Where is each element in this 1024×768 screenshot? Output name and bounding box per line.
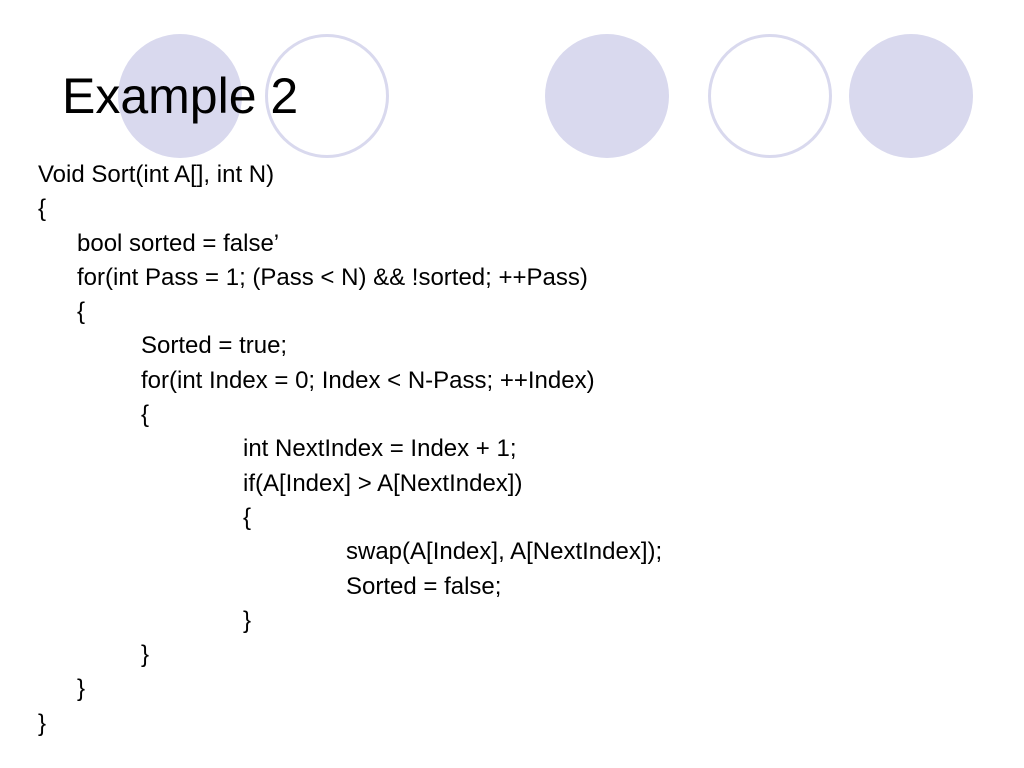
code-line: for(int Pass = 1; (Pass < N) && !sorted;… bbox=[77, 263, 588, 291]
code-line: bool sorted = false’ bbox=[77, 229, 280, 257]
code-line: } bbox=[243, 606, 252, 634]
code-line: { bbox=[77, 298, 86, 326]
code-line: Void Sort(int A[], int N) bbox=[38, 161, 275, 188]
decorative-circle-1 bbox=[118, 34, 242, 158]
code-line: int NextIndex = Index + 1; bbox=[243, 435, 517, 463]
code-line: Sorted = true; bbox=[141, 332, 288, 360]
slide-title: Example 2 bbox=[62, 68, 299, 124]
decorative-ring-2 bbox=[265, 34, 389, 158]
code-line: { bbox=[38, 195, 47, 223]
code-line: swap(A[Index], A[NextIndex]); bbox=[346, 538, 663, 566]
code-line: } bbox=[38, 709, 47, 737]
code-line: for(int Index = 0; Index < N-Pass; ++Ind… bbox=[141, 366, 595, 394]
code-block: Void Sort(int A[], int N) { bool sorted … bbox=[38, 158, 662, 741]
decorative-circle-5 bbox=[849, 34, 973, 158]
code-line: } bbox=[77, 675, 86, 703]
decorative-ring-4 bbox=[708, 34, 832, 158]
code-line: { bbox=[141, 401, 150, 429]
code-line: if(A[Index] > A[NextIndex]) bbox=[243, 469, 523, 497]
code-line: Sorted = false; bbox=[346, 572, 502, 600]
code-line: } bbox=[141, 641, 150, 669]
decorative-circle-3 bbox=[545, 34, 669, 158]
code-line: { bbox=[243, 503, 252, 531]
